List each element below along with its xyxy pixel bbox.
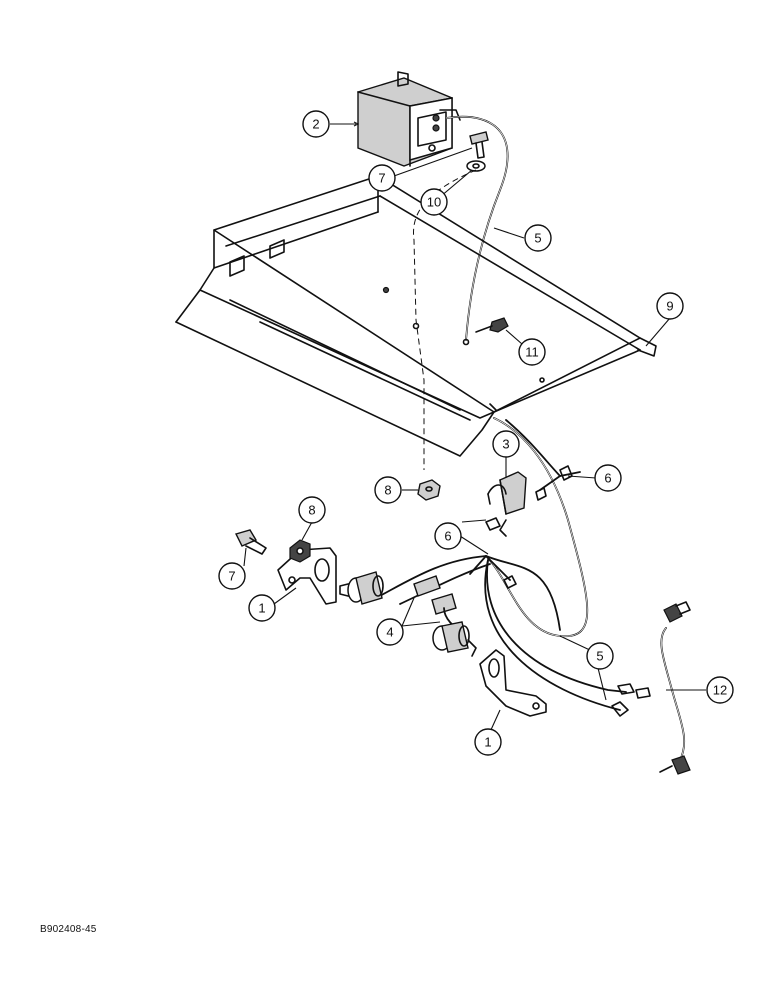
callout-10: 10 <box>420 188 448 216</box>
callout-3-label: 3 <box>502 437 509 452</box>
bolt-top <box>469 131 489 159</box>
callout-6-center-label: 6 <box>444 529 451 544</box>
callout-7-left: 7 <box>218 562 246 590</box>
connector-4 <box>413 575 465 635</box>
nut-11 <box>475 317 509 333</box>
callout-1-lower-label: 1 <box>484 735 491 750</box>
callout-1-left: 1 <box>248 594 276 622</box>
bracket-1-left <box>277 547 337 605</box>
bracket-1-lower <box>479 649 547 717</box>
callout-1-left-label: 1 <box>258 601 265 616</box>
callout-12-label: 12 <box>713 683 727 698</box>
callout-12: 12 <box>706 676 734 704</box>
nut-8-lower <box>417 479 441 501</box>
callout-7-top: 7 <box>368 164 396 192</box>
callout-5-lower: 5 <box>586 642 614 670</box>
callout-4-label: 4 <box>386 625 393 640</box>
harness-12 <box>659 601 691 775</box>
bolt-7-left <box>234 529 267 555</box>
callout-8-center: 8 <box>374 476 402 504</box>
callout-9-label: 9 <box>666 299 673 314</box>
lamp-socket-left <box>339 571 384 605</box>
nut-8-left <box>289 539 311 563</box>
callout-6-center: 6 <box>434 522 462 550</box>
callout-8-left: 8 <box>298 496 326 524</box>
callout-7-left-label: 7 <box>228 569 235 584</box>
relay-box <box>357 71 461 167</box>
washer-10 <box>466 160 486 172</box>
callout-2-label: 2 <box>312 117 319 132</box>
callout-4: 4 <box>376 618 404 646</box>
callout-5-lower-label: 5 <box>596 649 603 664</box>
callout-11-label: 11 <box>525 345 539 360</box>
callout-8-left-label: 8 <box>308 503 315 518</box>
callout-10-label: 10 <box>427 195 441 210</box>
callout-6-right: 6 <box>594 464 622 492</box>
panel-tray <box>175 175 657 457</box>
callout-2: 2 <box>302 110 330 138</box>
lamp-socket-lower <box>432 621 477 657</box>
callout-8-center-label: 8 <box>384 483 391 498</box>
callout-1-lower: 1 <box>474 728 502 756</box>
figure-code: B902408-45 <box>40 924 97 935</box>
switch-3 <box>487 471 527 515</box>
callout-5-top: 5 <box>524 224 552 252</box>
callout-11: 11 <box>518 338 546 366</box>
callout-7-top-label: 7 <box>378 171 385 186</box>
callout-3: 3 <box>492 430 520 458</box>
callout-9: 9 <box>656 292 684 320</box>
callout-5-top-label: 5 <box>534 231 541 246</box>
leader-lines <box>243 121 706 733</box>
callout-6-right-label: 6 <box>604 471 611 486</box>
